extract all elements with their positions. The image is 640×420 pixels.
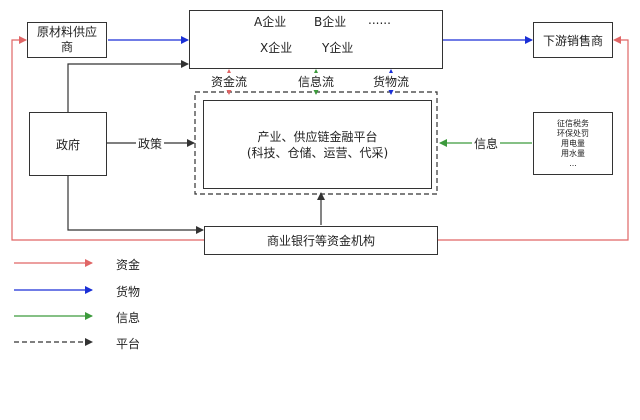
policy-label: 政策 [136, 135, 165, 152]
enterprise-a: A企业 [254, 15, 287, 29]
supplier-box: 原材料供应商 [27, 22, 107, 58]
info-source-credit-tax: 征信税务 [557, 118, 589, 128]
legend-label-info: 信息 [116, 311, 141, 325]
government-label: 政府 [55, 137, 80, 152]
platform-subtitle: (科技、仓储、运营、代采) [246, 145, 389, 160]
info-source-ellipsis: ... [569, 158, 577, 168]
gov-to-enterprises-line [67, 60, 189, 112]
legend-label-goods: 货物 [116, 285, 141, 299]
capital-line-to-supplier [11, 36, 205, 241]
enterprises-box: A企业 B企业 ...... X企业 Y企业 [189, 10, 443, 69]
platform-title: 产业、供应链金融平台 [257, 129, 378, 144]
capital-flow-label: 资金流 [211, 73, 248, 90]
bank-label: 商业银行等资金机构 [266, 234, 375, 248]
downstream-box: 下游销售商 [533, 22, 613, 58]
info-sources-box: 征信税务 环保处罚 用电量 用水量 ... [533, 112, 613, 175]
supplier-label: 原材料供应商 [36, 25, 97, 54]
gov-to-bank-line [67, 176, 204, 234]
enterprise-x: X企业 [260, 41, 293, 55]
legend-label-capital: 资金 [116, 258, 141, 272]
info-source-water: 用水量 [561, 148, 585, 158]
info-source-env-penalty: 环保处罚 [557, 128, 589, 138]
platform-box: 产业、供应链金融平台 (科技、仓储、运营、代采) [203, 100, 432, 189]
enterprise-y: Y企业 [322, 41, 354, 55]
info-flow-label: 信息流 [298, 73, 335, 90]
bank-box: 商业银行等资金机构 [204, 226, 438, 255]
enterprise-ellipsis: ...... [368, 13, 391, 27]
info-label: 信息 [472, 135, 501, 152]
info-source-electricity: 用电量 [561, 138, 585, 148]
downstream-label: 下游销售商 [542, 33, 603, 48]
government-box: 政府 [29, 112, 107, 176]
goods-flow-label: 货物流 [373, 73, 410, 90]
enterprise-b: B企业 [314, 15, 347, 29]
capital-line-to-downstream [437, 36, 629, 241]
legend-label-platform: 平台 [116, 337, 141, 351]
